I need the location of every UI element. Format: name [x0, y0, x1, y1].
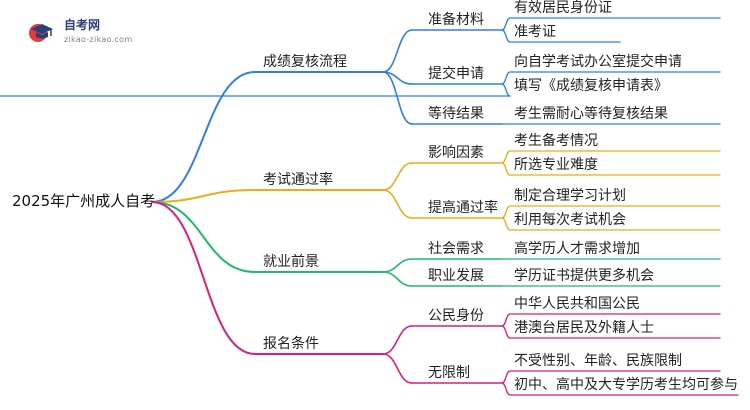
subtopic-label: 影响因素 — [428, 145, 484, 161]
subtopic-label: 准备材料 — [428, 12, 484, 28]
subtopic-label: 社会需求 — [428, 241, 484, 257]
branch-connector — [151, 71, 256, 203]
subtopic-label: 公民身份 — [428, 308, 484, 324]
subtopic-connector — [382, 29, 413, 73]
subtopic-connector — [382, 162, 413, 191]
leaf-label: 考生备考情况 — [514, 133, 598, 149]
leaf-label: 向自学考试办公室提交申请 — [514, 54, 682, 70]
leaf-connector — [501, 217, 511, 231]
leaf-connector — [501, 150, 511, 164]
subtopic-label: 无限制 — [428, 365, 470, 381]
leaf-label: 初中、高中及大专学历考生均可参与 — [514, 377, 738, 393]
leaf-label: 学历证书提供更多机会 — [514, 268, 654, 284]
subtopic-connector — [382, 271, 413, 287]
logo-title: 自考网 — [64, 18, 101, 32]
subtopic-label: 等待结果 — [428, 106, 484, 122]
branch-connector — [151, 189, 256, 203]
branch-label: 考试通过率 — [263, 172, 333, 188]
leaf-connector — [501, 71, 511, 85]
leaf-label: 不受性别、年龄、民族限制 — [514, 353, 682, 369]
subtopic-label: 提交申请 — [428, 66, 484, 82]
subtopic-label: 职业发展 — [428, 268, 484, 284]
leaf-connector — [501, 83, 511, 97]
branch-label: 报名条件 — [263, 336, 319, 352]
leaf-label: 高学历人才需求增加 — [514, 241, 640, 257]
subtopic-connector — [382, 353, 413, 384]
branch-label: 就业前景 — [263, 254, 319, 270]
branch-label: 成绩复核流程 — [263, 54, 347, 70]
leaf-label: 中华人民共和国公民 — [514, 296, 640, 312]
leaf-label: 港澳台居民及外籍人士 — [514, 320, 654, 336]
site-logo: 自考网 zikao-zikao.com — [28, 16, 158, 50]
leaf-label: 准考证 — [514, 24, 556, 40]
leaf-label: 有效居民身份证 — [514, 0, 612, 16]
subtopic-connector — [382, 71, 413, 125]
subtopic-connector — [382, 325, 413, 355]
subtopic-label: 提高通过率 — [428, 200, 498, 216]
leaf-connector — [501, 370, 511, 384]
leaf-label: 所选专业难度 — [514, 157, 598, 173]
leaf-connector — [501, 325, 511, 339]
leaf-connector — [501, 162, 511, 176]
leaf-label: 利用每次考试机会 — [514, 212, 626, 228]
leaf-connector — [501, 205, 511, 219]
leaf-connector — [501, 382, 511, 396]
branch-connector — [151, 201, 256, 355]
leaf-connector — [501, 17, 511, 31]
leaf-label: 制定合理学习计划 — [514, 188, 626, 204]
root-topic: 2025年广州成人自考 — [12, 192, 156, 210]
subtopic-connector — [382, 258, 413, 273]
leaf-connector — [501, 313, 511, 327]
leaf-connector — [501, 29, 511, 43]
leaf-label: 填写《成绩复核申请表》 — [514, 78, 668, 94]
branch-connector — [151, 201, 256, 273]
leaf-label: 考生需耐心等待复核结果 — [514, 106, 668, 122]
graduation-cap-icon — [29, 24, 53, 42]
subtopic-connector — [382, 189, 413, 219]
logo-subtitle: zikao-zikao.com — [64, 35, 133, 44]
